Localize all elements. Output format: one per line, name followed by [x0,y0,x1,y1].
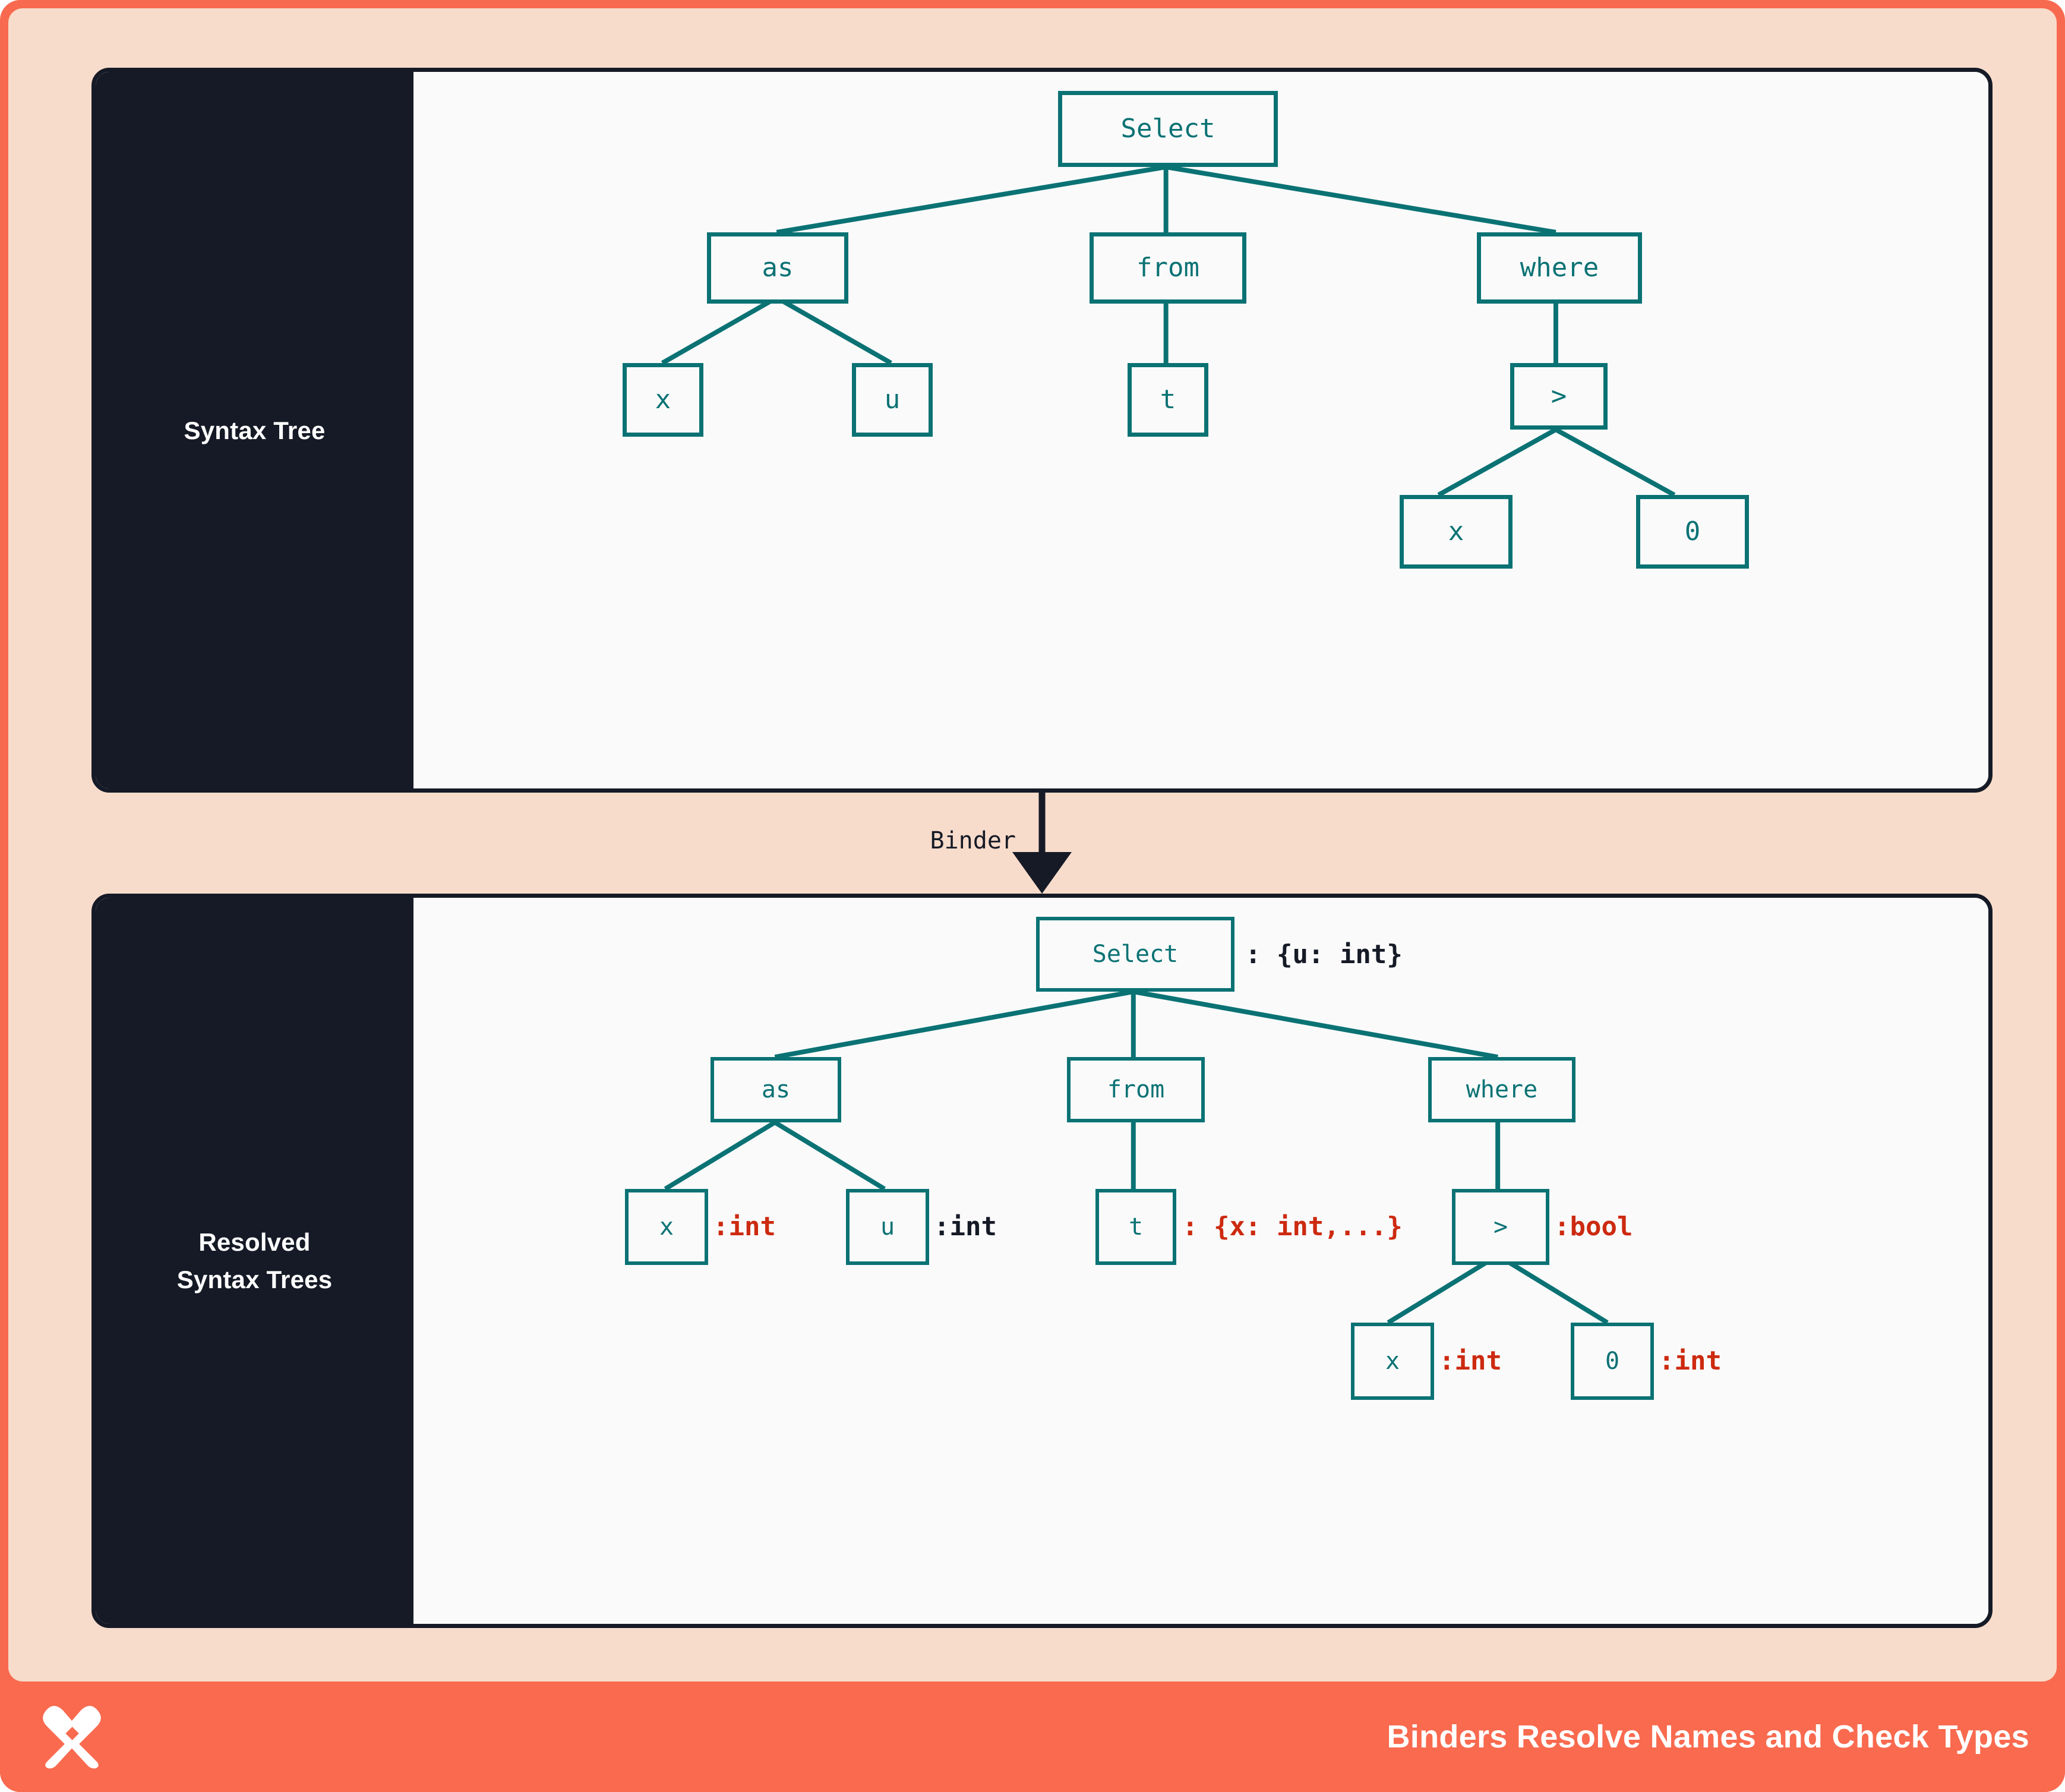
node-from[interactable]: from [1067,1057,1205,1122]
down-arrow-icon [1012,793,1072,894]
slide-canvas: Syntax Tree [8,8,2057,1681]
node-as-x[interactable]: x [623,363,703,437]
node-as-x[interactable]: x [625,1189,708,1265]
node-as-u[interactable]: u [846,1189,929,1265]
node-greater-than[interactable]: > [1452,1189,1549,1265]
panel-syntax-tree-label: Syntax Tree [96,72,413,788]
node-where[interactable]: where [1477,232,1642,304]
panel-resolved-syntax-trees: Resolved Syntax Trees [91,894,1993,1628]
panel-resolved-syntax-trees-label: Resolved Syntax Trees [96,898,413,1624]
footer-bar: Binders Resolve Names and Check Types [0,1681,2065,1792]
node-gt-zero[interactable]: 0 [1571,1323,1654,1400]
node-gt-x[interactable]: x [1400,495,1513,569]
footer-title: Binders Resolve Names and Check Types [1387,1719,2029,1755]
annotation-select: : {u: int} [1245,939,1403,970]
binder-label: Binder [930,827,1016,854]
annotation-gt-x: :int [1439,1346,1502,1376]
panel-resolved-label-line1: Resolved [198,1228,311,1256]
panel-resolved-label-line2: Syntax Trees [176,1266,333,1293]
annotation-greater-than: :bool [1554,1212,1633,1242]
panel-syntax-tree-body: Select as from where x u t > x 0 [413,72,1988,788]
binder-flow [91,793,1993,894]
node-gt-x[interactable]: x [1351,1323,1434,1400]
panel-syntax-tree: Syntax Tree [91,68,1993,793]
node-as-u[interactable]: u [852,363,933,437]
node-select[interactable]: Select [1058,91,1278,167]
node-from[interactable]: from [1090,232,1246,304]
brand-x-logo [43,1706,101,1769]
annotation-as-x: :int [713,1212,776,1242]
annotation-from-t: : {x: int,...} [1182,1212,1403,1242]
node-from-t[interactable]: t [1095,1189,1176,1265]
annotation-gt-zero: :int [1659,1346,1722,1376]
node-as[interactable]: as [711,1057,841,1122]
node-select[interactable]: Select [1036,917,1234,992]
node-where[interactable]: where [1428,1057,1575,1122]
annotation-as-u: :int [934,1212,997,1242]
node-gt-zero[interactable]: 0 [1636,495,1749,569]
node-greater-than[interactable]: > [1510,363,1608,430]
panel-resolved-syntax-trees-body: Select : {u: int} as from where x :int u… [413,898,1988,1624]
node-as[interactable]: as [707,232,848,304]
node-from-t[interactable]: t [1128,363,1208,437]
